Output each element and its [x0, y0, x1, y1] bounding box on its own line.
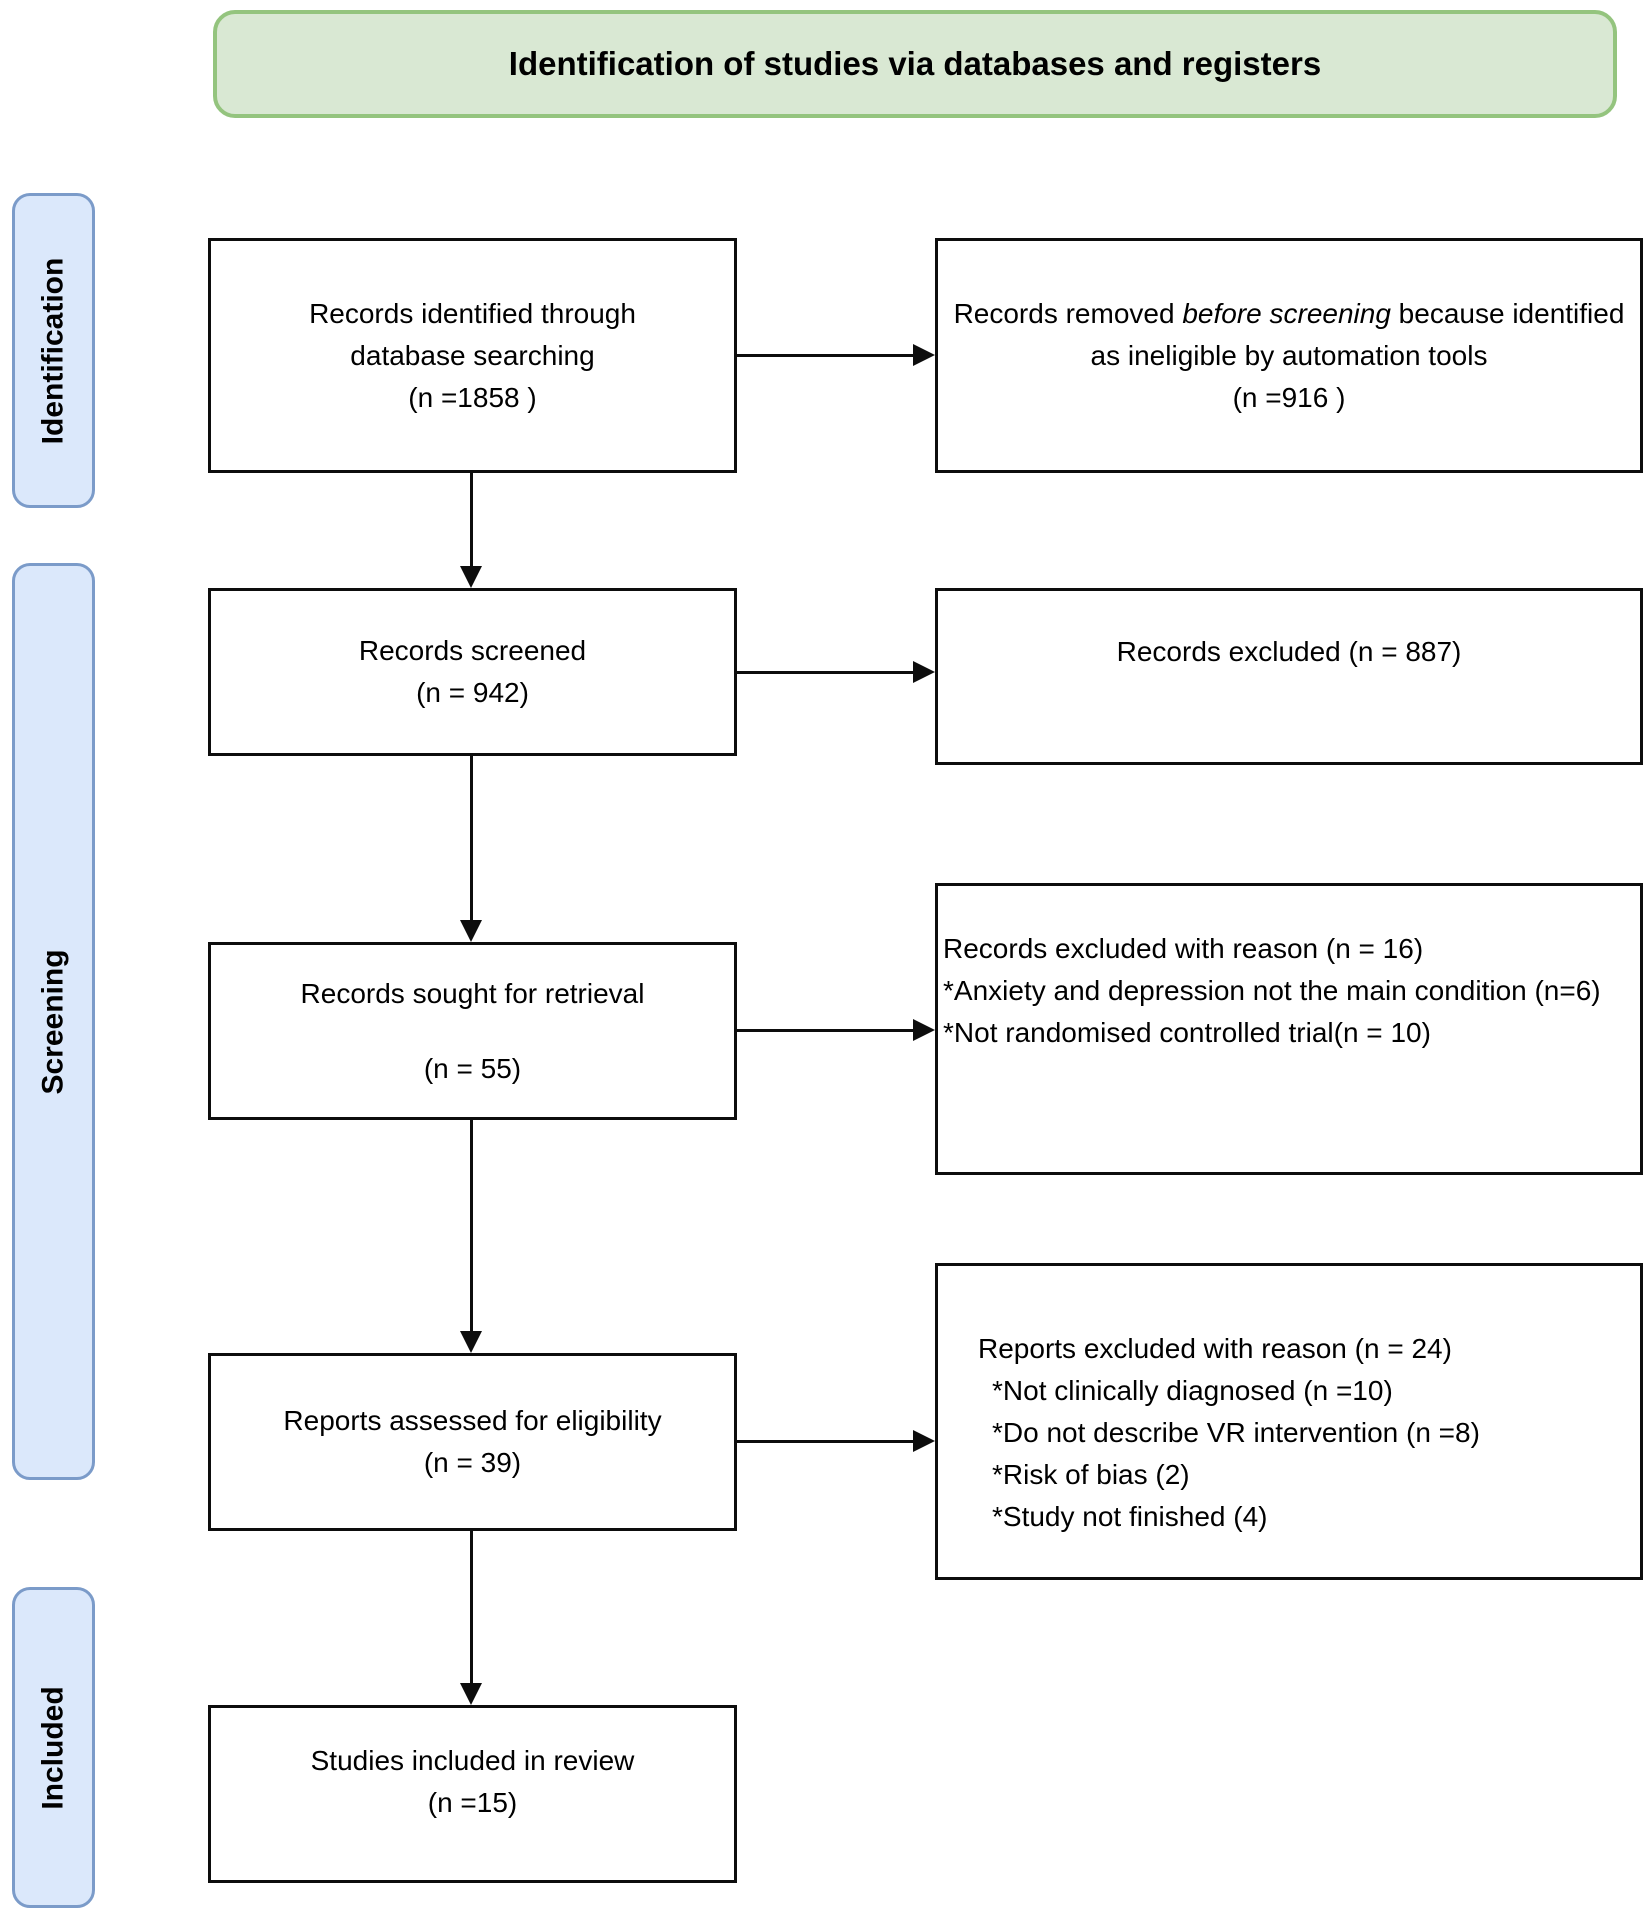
studies-included-line1: Studies included in review	[310, 1744, 635, 1776]
phase-label-included: Included	[12, 1587, 95, 1908]
records-removed-count: (n =916 )	[1232, 381, 1346, 413]
records-removed-text: Records removed before screening because…	[946, 293, 1632, 377]
phase-label-screening: Screening	[12, 563, 95, 1480]
box-records-screened: Records screened (n = 942)	[208, 588, 737, 756]
records-sought-line1: Records sought for retrieval	[300, 977, 645, 1009]
arrow-shaft	[737, 354, 915, 357]
phase-label-identification-text: Identification	[36, 257, 70, 444]
arrow-head-right-icon	[913, 1019, 935, 1041]
arrow-shaft	[737, 1029, 915, 1032]
box-studies-included: Studies included in review (n =15)	[208, 1705, 737, 1883]
records-removed-part2: because identified as ineligible by auto…	[1090, 297, 1625, 371]
reports-excluded-reason-line4: *Risk of bias (2)	[992, 1459, 1190, 1490]
box-records-identified: Records identified through database sear…	[208, 238, 737, 473]
arrow-sought-to-excluded-reason	[737, 1019, 935, 1042]
arrow-identified-to-screened	[460, 473, 483, 588]
records-removed-italic: before screening	[1182, 297, 1391, 329]
arrow-screened-to-excluded	[737, 661, 935, 684]
records-excluded-reason-line3: *Not randomised controlled trial(n = 10)	[943, 1017, 1431, 1048]
arrow-screened-to-sought	[460, 756, 483, 942]
arrow-head-down-icon	[460, 1331, 482, 1353]
arrow-head-right-icon	[913, 344, 935, 366]
reports-excluded-reason-line1: Reports excluded with reason (n = 24)	[978, 1333, 1452, 1364]
arrow-shaft	[470, 756, 473, 922]
phase-label-identification: Identification	[12, 193, 95, 508]
arrow-head-down-icon	[460, 566, 482, 588]
reports-assessed-count: (n = 39)	[423, 1447, 522, 1478]
box-records-removed: Records removed before screening because…	[935, 238, 1643, 473]
phase-label-included-text: Included	[36, 1685, 70, 1810]
records-excluded-reason-line2: *Anxiety and depression not the main con…	[943, 975, 1601, 1006]
arrow-assessed-to-excluded-reason	[737, 1430, 935, 1453]
records-screened-count: (n = 942)	[416, 677, 529, 708]
records-removed-part1: Records removed	[953, 297, 1183, 329]
studies-included-count: (n =15)	[427, 1786, 518, 1818]
arrow-head-down-icon	[460, 1683, 482, 1705]
box-records-sought: Records sought for retrieval (n = 55)	[208, 942, 737, 1120]
records-identified-count: (n =1858 )	[408, 381, 537, 413]
records-excluded-reason-line1: Records excluded with reason (n = 16)	[943, 933, 1424, 964]
arrow-head-down-icon	[460, 920, 482, 942]
box-records-excluded: Records excluded (n = 887)	[935, 588, 1643, 765]
box-reports-assessed: Reports assessed for eligibility (n = 39…	[208, 1353, 737, 1531]
phase-label-screening-text: Screening	[36, 948, 70, 1095]
records-excluded-line1: Records excluded (n = 887)	[1116, 635, 1462, 667]
reports-assessed-line1: Reports assessed for eligibility	[283, 1405, 662, 1436]
arrow-sought-to-assessed	[460, 1120, 483, 1353]
box-reports-excluded-reason: Reports excluded with reason (n = 24) *N…	[935, 1263, 1643, 1580]
arrow-shaft	[737, 1440, 915, 1443]
reports-excluded-reason-line5: *Study not finished (4)	[992, 1501, 1268, 1532]
diagram-title-banner: Identification of studies via databases …	[213, 10, 1617, 118]
records-sought-count: (n = 55)	[423, 1052, 522, 1084]
arrow-head-right-icon	[913, 661, 935, 683]
records-screened-line1: Records screened	[358, 635, 587, 666]
arrow-shaft	[470, 1120, 473, 1333]
reports-excluded-reason-line2: *Not clinically diagnosed (n =10)	[992, 1375, 1393, 1406]
records-identified-line1: Records identified through	[309, 297, 636, 329]
reports-excluded-reason-line3: *Do not describe VR intervention (n =8)	[992, 1417, 1480, 1448]
arrow-shaft	[737, 671, 915, 674]
arrow-shaft	[470, 473, 473, 568]
arrow-assessed-to-included	[460, 1531, 483, 1705]
box-records-excluded-reason: Records excluded with reason (n = 16) *A…	[935, 883, 1643, 1175]
diagram-title: Identification of studies via databases …	[508, 45, 1322, 82]
arrow-identified-to-removed	[737, 344, 935, 367]
records-identified-line2: database searching	[350, 339, 595, 371]
arrow-shaft	[470, 1531, 473, 1685]
arrow-head-right-icon	[913, 1430, 935, 1452]
